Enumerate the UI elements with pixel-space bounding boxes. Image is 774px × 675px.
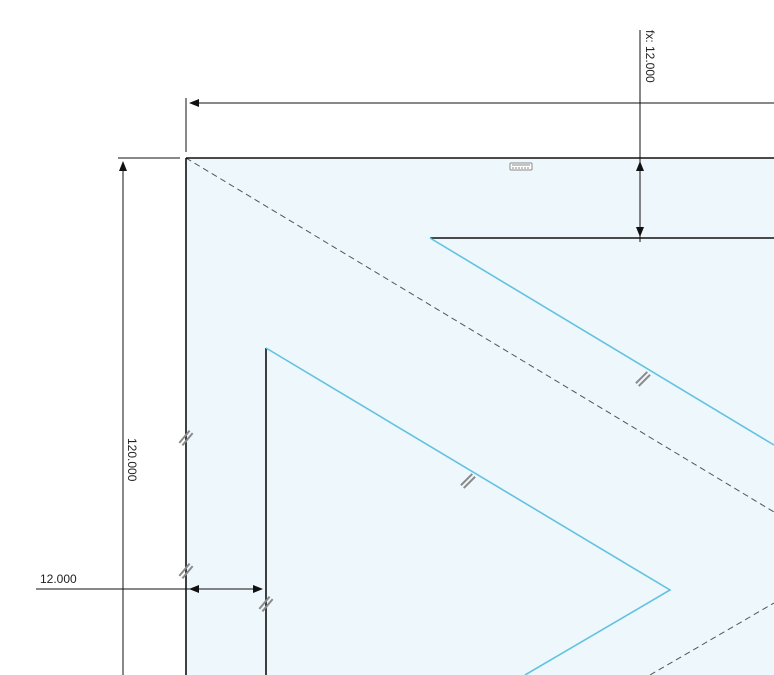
parallel-constraint-icon[interactable] bbox=[460, 473, 476, 489]
parallel-constraint-icon[interactable] bbox=[178, 562, 194, 580]
upper-slanted-edge[interactable] bbox=[429, 237, 774, 446]
dim-offset-horizontal-label[interactable]: 12.000 bbox=[40, 572, 77, 586]
profile-region[interactable] bbox=[186, 158, 774, 675]
construction-diagonal[interactable] bbox=[185, 157, 774, 513]
parallel-constraint-icon[interactable] bbox=[178, 429, 194, 447]
lower-triangle-edge[interactable] bbox=[265, 347, 672, 675]
parallel-constraint-icon[interactable] bbox=[635, 371, 651, 387]
construction-diagonal-lower[interactable] bbox=[649, 602, 774, 675]
horizontal-constraint-icon[interactable] bbox=[509, 162, 533, 171]
dim-height-label[interactable]: 120.000 bbox=[125, 438, 139, 482]
dim-offset-vertical-label[interactable]: fx: 12.000 bbox=[643, 30, 657, 83]
parallel-constraint-icon[interactable] bbox=[258, 595, 274, 613]
